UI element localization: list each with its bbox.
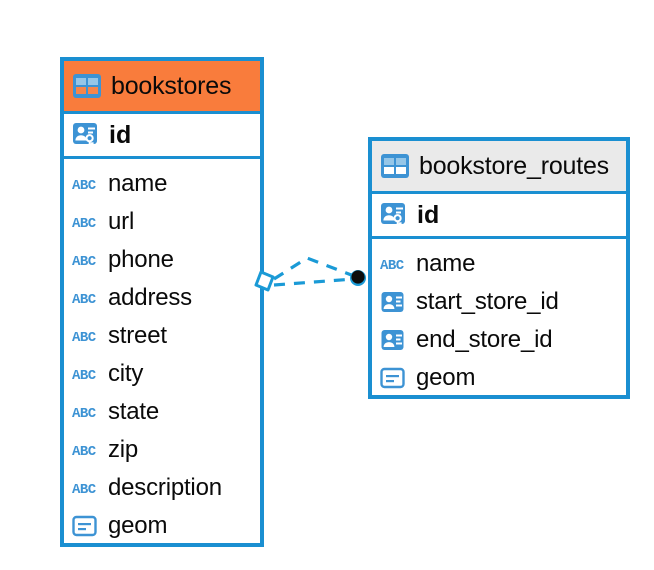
- relationship-connector[interactable]: [250, 245, 380, 315]
- field-label: phone: [108, 246, 174, 273]
- field-label: geom: [416, 364, 476, 391]
- relationship-line-upper: [273, 256, 355, 281]
- field-label: street: [108, 322, 167, 349]
- filled-circle-marker: [351, 270, 365, 284]
- entity-title: bookstores: [111, 71, 232, 100]
- entity-primary-key-row[interactable]: id: [64, 111, 260, 159]
- svg-text:ABC: ABC: [72, 368, 97, 384]
- svg-text:ABC: ABC: [72, 406, 97, 422]
- field-label: end_store_id: [416, 326, 553, 353]
- field-label: url: [108, 208, 135, 235]
- field-label: address: [108, 284, 192, 311]
- field-row-state[interactable]: ABC state: [64, 393, 260, 431]
- svg-text:ABC: ABC: [72, 216, 97, 232]
- field-label: name: [416, 250, 476, 277]
- foreign-key-icon: [380, 328, 407, 352]
- svg-text:ABC: ABC: [72, 482, 97, 498]
- geometry-field-icon: [72, 514, 99, 538]
- field-list-bookstore-routes: ABC name start_store_id: [372, 239, 626, 397]
- circle-marker-ring: [350, 270, 366, 286]
- text-field-icon: ABC: [72, 438, 99, 462]
- field-row-url[interactable]: ABC url: [64, 203, 260, 241]
- table-icon: [380, 153, 410, 179]
- field-row-start-store-id[interactable]: start_store_id: [372, 283, 626, 321]
- text-field-icon: ABC: [72, 400, 99, 424]
- field-label: city: [108, 360, 144, 387]
- svg-text:ABC: ABC: [72, 292, 97, 308]
- field-row-geom[interactable]: geom: [64, 507, 260, 545]
- entity-bookstores[interactable]: bookstores id: [60, 57, 264, 547]
- entity-bookstore-routes[interactable]: bookstore_routes id: [368, 137, 630, 399]
- primary-key-label: id: [417, 200, 440, 229]
- text-field-icon: ABC: [380, 252, 407, 276]
- field-row-geom[interactable]: geom: [372, 359, 626, 397]
- svg-text:ABC: ABC: [380, 258, 405, 274]
- svg-text:ABC: ABC: [72, 178, 97, 194]
- table-icon: [72, 73, 102, 99]
- field-row-zip[interactable]: ABC zip: [64, 431, 260, 469]
- text-field-icon: ABC: [72, 362, 99, 386]
- field-label: start_store_id: [416, 288, 559, 315]
- entity-title: bookstore_routes: [419, 151, 609, 180]
- field-list-bookstores: ABC name ABC url ABC p: [64, 159, 260, 545]
- field-row-street[interactable]: ABC street: [64, 317, 260, 355]
- field-label: description: [108, 474, 222, 501]
- field-row-name[interactable]: ABC name: [64, 165, 260, 203]
- field-label: state: [108, 398, 160, 425]
- field-row-name[interactable]: ABC name: [372, 245, 626, 283]
- entity-header-bookstores[interactable]: bookstores: [64, 61, 260, 111]
- field-label: zip: [108, 436, 139, 463]
- field-row-description[interactable]: ABC description: [64, 469, 260, 507]
- foreign-key-icon: [380, 290, 407, 314]
- field-row-address[interactable]: ABC address: [64, 279, 260, 317]
- relationship-line-lower: [273, 277, 355, 287]
- svg-text:ABC: ABC: [72, 254, 97, 270]
- primary-key-icon: [72, 121, 100, 149]
- primary-key-label: id: [109, 120, 132, 149]
- field-label: name: [108, 170, 168, 197]
- field-row-end-store-id[interactable]: end_store_id: [372, 321, 626, 359]
- text-field-icon: ABC: [72, 476, 99, 500]
- text-field-icon: ABC: [72, 210, 99, 234]
- field-row-city[interactable]: ABC city: [64, 355, 260, 393]
- text-field-icon: ABC: [72, 286, 99, 310]
- primary-key-icon: [380, 201, 408, 229]
- field-row-phone[interactable]: ABC phone: [64, 241, 260, 279]
- text-field-icon: ABC: [72, 324, 99, 348]
- geometry-field-icon: [380, 366, 407, 390]
- field-label: geom: [108, 512, 168, 539]
- text-field-icon: ABC: [72, 248, 99, 272]
- entity-primary-key-row[interactable]: id: [372, 191, 626, 239]
- svg-text:ABC: ABC: [72, 444, 97, 460]
- entity-header-bookstore-routes[interactable]: bookstore_routes: [372, 141, 626, 191]
- svg-text:ABC: ABC: [72, 330, 97, 346]
- text-field-icon: ABC: [72, 172, 99, 196]
